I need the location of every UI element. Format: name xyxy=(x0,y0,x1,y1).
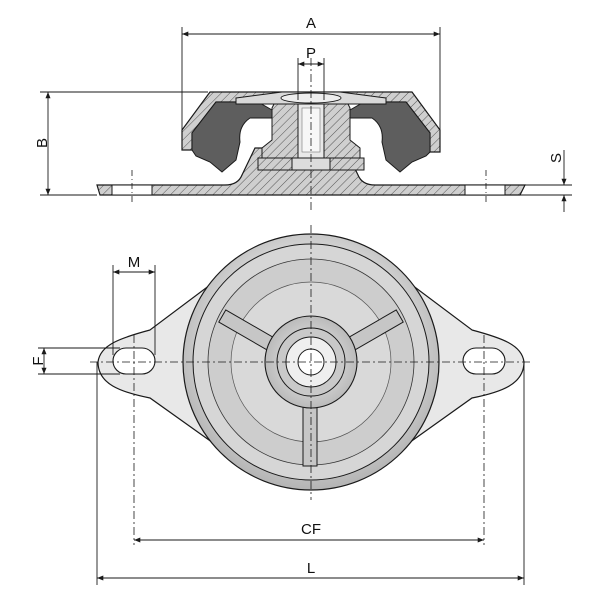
label-a: A xyxy=(306,15,316,32)
label-l: L xyxy=(307,560,315,577)
label-cf: CF xyxy=(301,521,321,538)
label-f: F xyxy=(30,356,47,365)
rib-bottom xyxy=(302,401,318,467)
rubber-left xyxy=(191,101,273,173)
label-b: B xyxy=(34,138,51,148)
section-view xyxy=(96,58,526,210)
ribs xyxy=(218,309,404,467)
plan-view xyxy=(90,225,530,545)
label-m: M xyxy=(128,254,141,271)
rubber-right xyxy=(349,101,431,173)
flange-slot-right xyxy=(464,184,506,196)
label-s: S xyxy=(548,153,565,163)
dimensions xyxy=(38,27,572,585)
label-p: P xyxy=(306,45,316,62)
